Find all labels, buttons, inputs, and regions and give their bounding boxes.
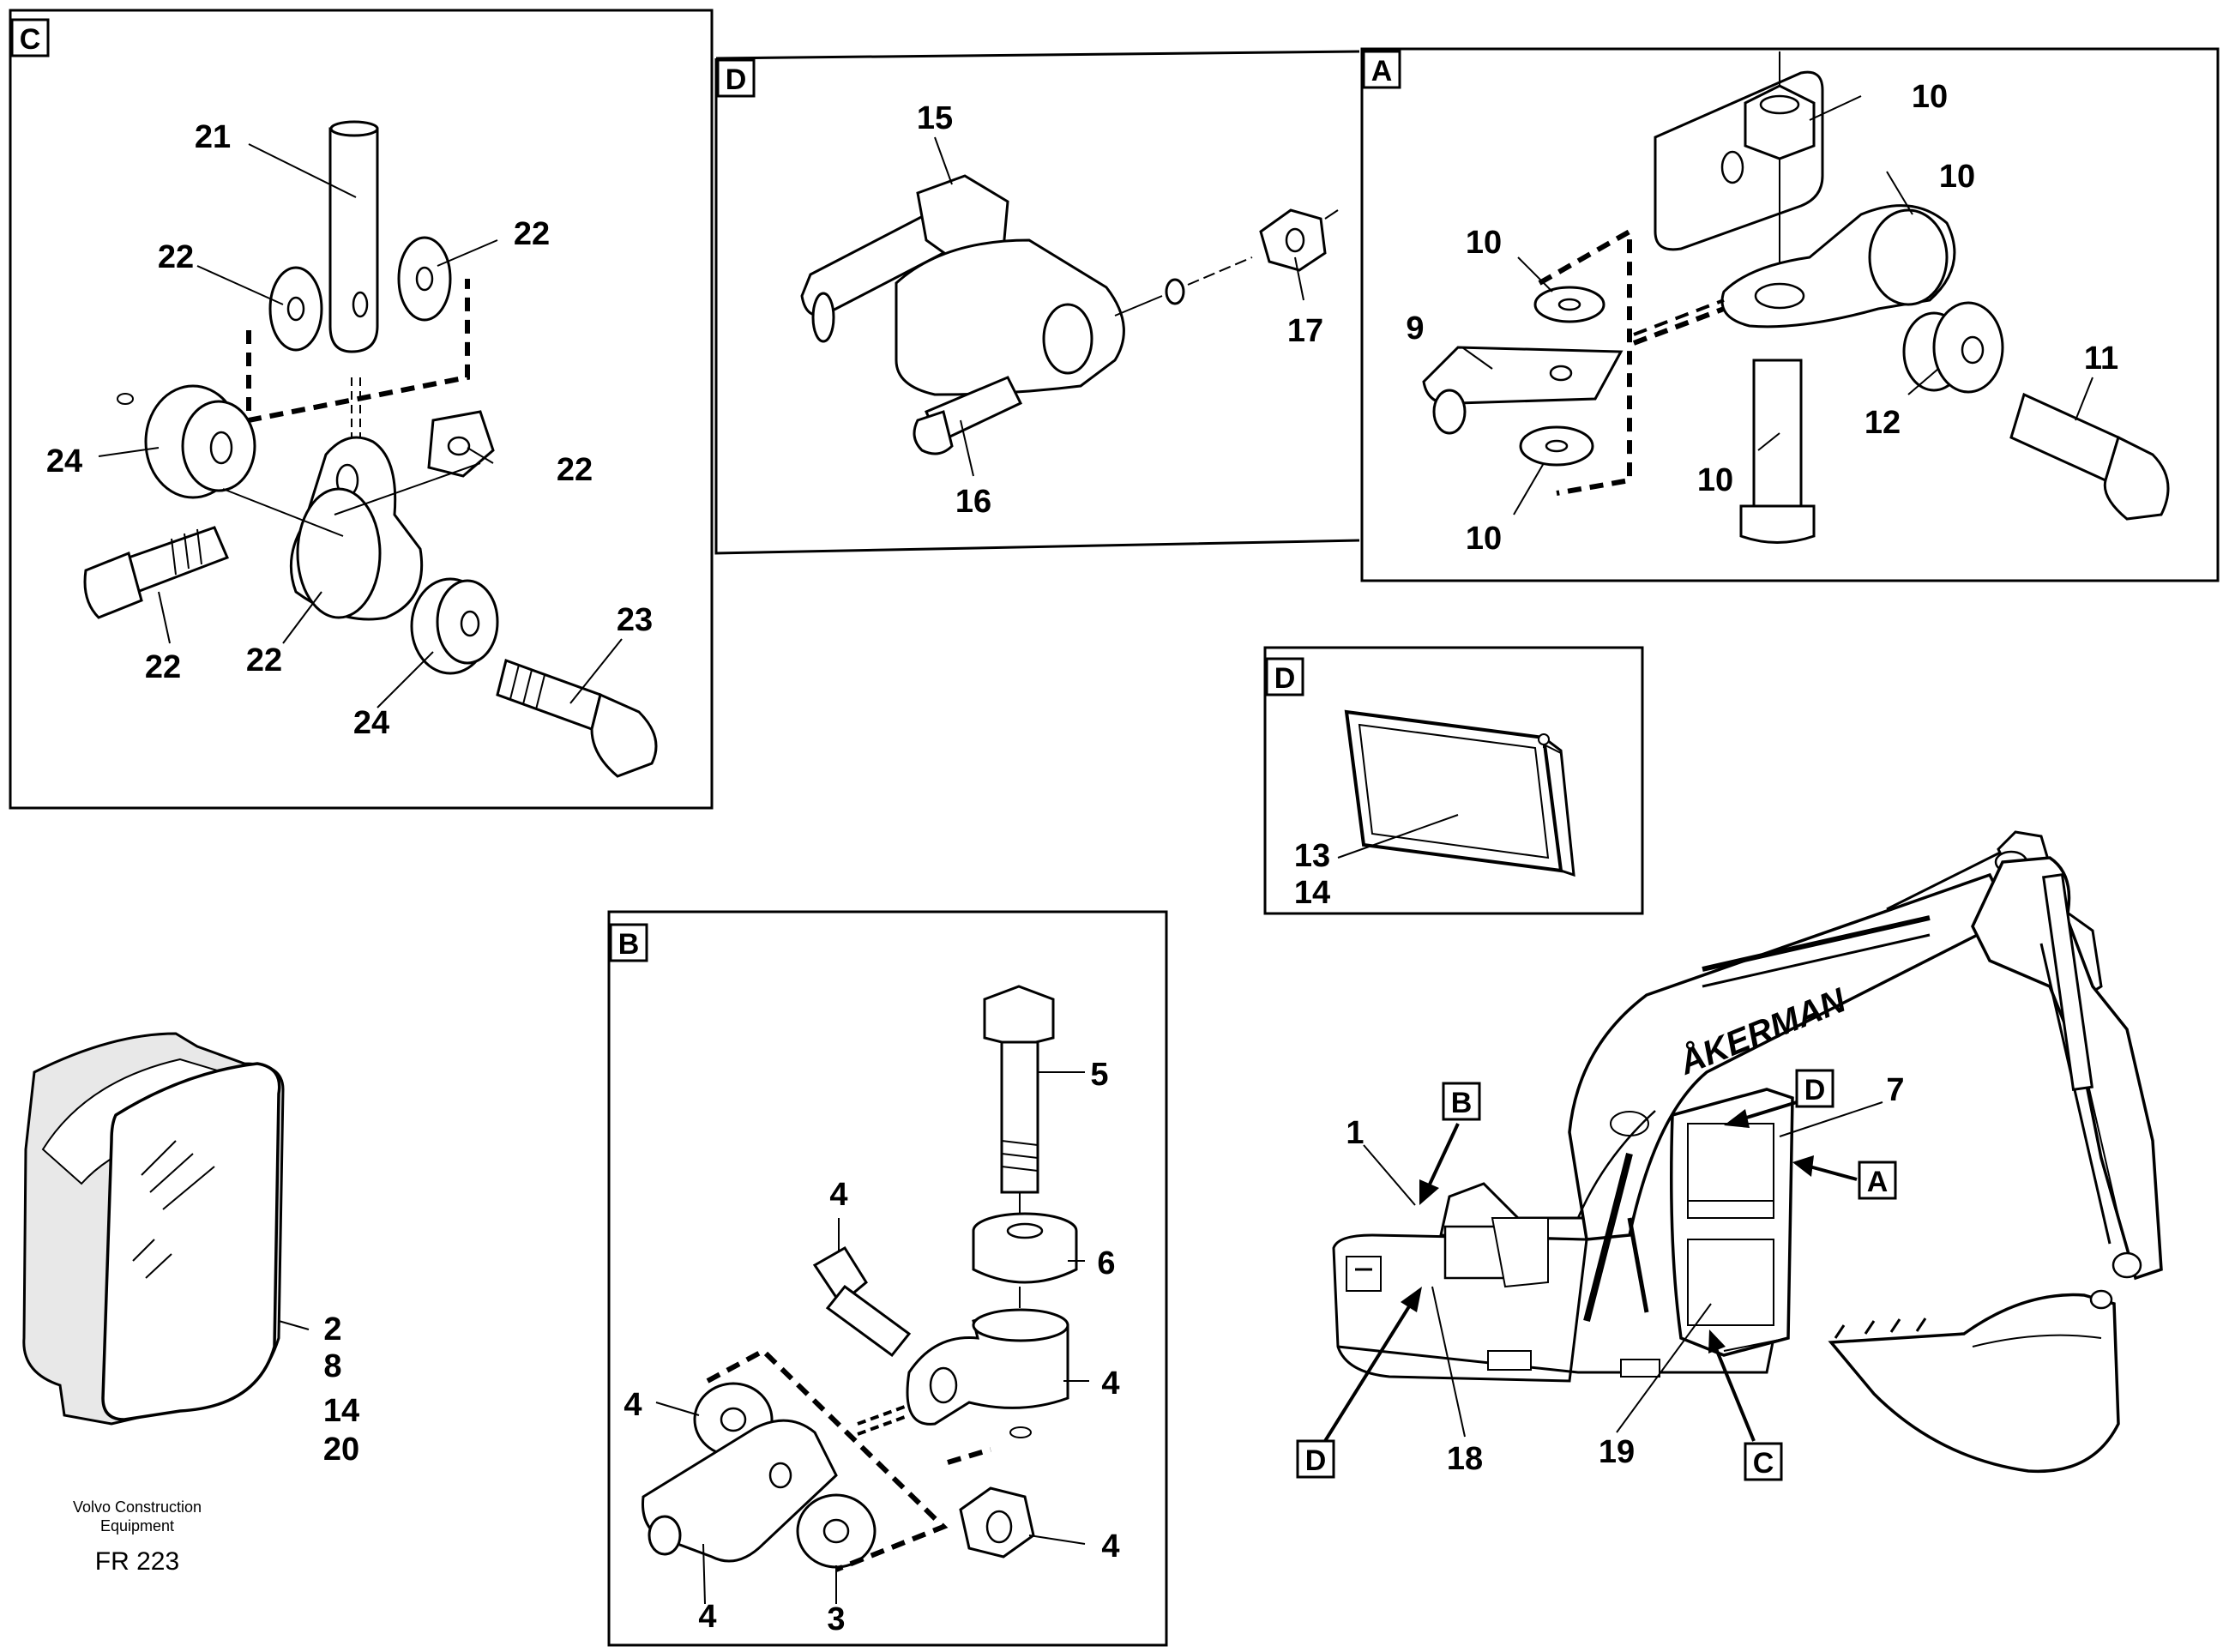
callout-1: 1 bbox=[1346, 1115, 1364, 1151]
callout-19: 19 bbox=[1599, 1434, 1635, 1470]
panel-a: A bbox=[1360, 47, 2220, 582]
callout-24: 24 bbox=[46, 443, 82, 479]
ref-box-b: B bbox=[1451, 1087, 1473, 1119]
excavator-overview: ÅKERMAN B D A D C bbox=[1296, 830, 2163, 1481]
callout-12: 12 bbox=[1865, 405, 1901, 441]
callout-14: 14 bbox=[323, 1393, 359, 1429]
callout-4: 4 bbox=[829, 1177, 847, 1213]
company-name-line2: Equipment bbox=[100, 1517, 174, 1534]
callout-9: 9 bbox=[1406, 311, 1424, 347]
callout-24: 24 bbox=[353, 705, 389, 741]
callout-21: 21 bbox=[195, 119, 231, 155]
callout-10: 10 bbox=[1466, 225, 1502, 261]
callout-4: 4 bbox=[1101, 1528, 1119, 1565]
callout-10: 10 bbox=[1912, 79, 1948, 115]
panel-letter: A bbox=[1371, 55, 1393, 87]
figure-code: FR 223 bbox=[95, 1547, 179, 1576]
callout-13: 13 bbox=[1294, 838, 1330, 874]
callout-10: 10 bbox=[1697, 462, 1733, 498]
callout-17: 17 bbox=[1287, 313, 1323, 349]
callout-8: 8 bbox=[323, 1348, 341, 1384]
callout-22: 22 bbox=[246, 642, 282, 678]
callout-4: 4 bbox=[1101, 1366, 1119, 1402]
ref-box-a: A bbox=[1867, 1166, 1889, 1198]
ref-box-d: D bbox=[1305, 1444, 1327, 1477]
callout-15: 15 bbox=[917, 100, 953, 136]
footer: Volvo Construction Equipment FR 223 bbox=[73, 1498, 202, 1576]
callout-4: 4 bbox=[624, 1387, 642, 1423]
ref-box-d: D bbox=[1804, 1074, 1826, 1106]
panel-d-reflector: D 13 14 bbox=[1263, 646, 1644, 915]
panel-b: B bbox=[607, 910, 1168, 1647]
callout-11: 11 bbox=[2084, 341, 2118, 377]
callout-16: 16 bbox=[955, 484, 991, 520]
company-name-line1: Volvo Construction bbox=[73, 1498, 202, 1516]
callout-6: 6 bbox=[1097, 1245, 1115, 1281]
callout-2: 2 bbox=[323, 1311, 341, 1348]
callout-23: 23 bbox=[617, 602, 653, 638]
callout-10: 10 bbox=[1939, 159, 1975, 195]
callout-7: 7 bbox=[1886, 1072, 1904, 1108]
panel-letter: B bbox=[618, 928, 640, 961]
mirror-assembly: 2 8 14 20 bbox=[22, 1032, 359, 1468]
callout-20: 20 bbox=[323, 1432, 359, 1468]
panel-d-light: D 15 17 16 bbox=[714, 50, 1360, 555]
panel-letter: D bbox=[726, 63, 747, 96]
panel-letter: C bbox=[20, 23, 41, 56]
callout-22: 22 bbox=[557, 452, 593, 488]
callout-22: 22 bbox=[158, 239, 194, 275]
ref-box-c: C bbox=[1753, 1447, 1774, 1480]
callout-14: 14 bbox=[1294, 875, 1330, 911]
callout-22: 22 bbox=[514, 216, 550, 252]
callout-22: 22 bbox=[145, 649, 181, 685]
callout-4: 3 bbox=[827, 1601, 845, 1637]
panel-letter: D bbox=[1274, 662, 1296, 695]
callout-5: 5 bbox=[1090, 1057, 1108, 1093]
panel-c: C bbox=[9, 9, 714, 810]
callout-18: 18 bbox=[1447, 1441, 1483, 1477]
callout-3: 4 bbox=[698, 1599, 716, 1635]
callout-10: 10 bbox=[1466, 521, 1502, 557]
